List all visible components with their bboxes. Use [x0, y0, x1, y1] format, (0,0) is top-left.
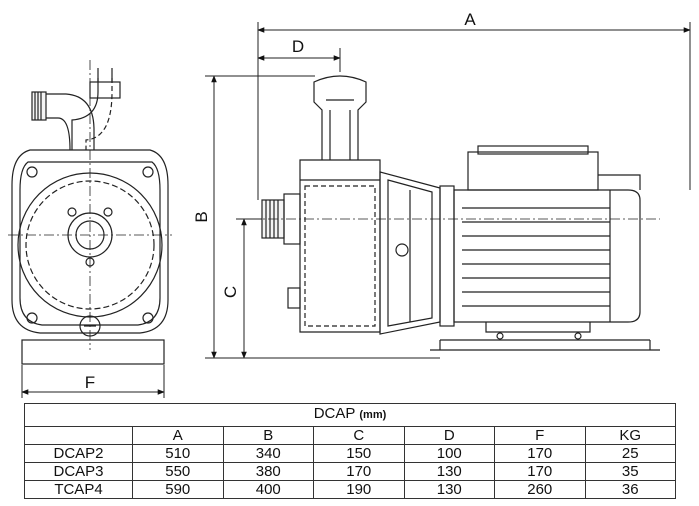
- dimension-c-label: C: [221, 286, 240, 298]
- table-cell: 130: [403, 461, 495, 481]
- table-cell: 130: [403, 479, 495, 500]
- table-header-empty: [24, 425, 133, 445]
- column-header: F: [494, 425, 586, 445]
- table-cell: 36: [584, 479, 676, 500]
- table-cell: 150: [313, 443, 405, 463]
- model-cell: TCAP4: [24, 479, 133, 500]
- table-header-row: A B C D F KG: [24, 425, 676, 445]
- column-header: KG: [584, 425, 676, 445]
- table-cell: 380: [222, 461, 314, 481]
- model-cell: DCAP3: [24, 461, 133, 481]
- table-cell: 25: [584, 443, 676, 463]
- table-row: DCAP3 550 380 170 130 170 35: [24, 461, 676, 481]
- table-cell: 260: [494, 479, 586, 500]
- dimension-b-label: B: [192, 211, 211, 222]
- table-title: DCAP: [313, 405, 356, 423]
- dimension-d-label: D: [292, 37, 304, 56]
- pump-technical-drawing: F: [8, 10, 691, 398]
- table-unit: (mm): [359, 409, 387, 422]
- table-row: TCAP4 590 400 190 130 260 36: [24, 479, 676, 500]
- column-header: B: [222, 425, 314, 445]
- table-cell: 340: [222, 443, 314, 463]
- dimension-a: [257, 22, 691, 200]
- table-cell: 170: [313, 461, 405, 481]
- table-title-cell: DCAP(mm): [24, 403, 676, 427]
- dimension-f: [21, 365, 165, 398]
- dimension-a-label: A: [464, 10, 476, 29]
- table-cell: 100: [403, 443, 495, 463]
- dimension-c: [236, 218, 262, 359]
- dimension-d: [257, 48, 341, 72]
- table-cell: 35: [584, 461, 676, 481]
- table-cell: 400: [222, 479, 314, 500]
- table-cell: 590: [132, 479, 224, 500]
- table-title-row: DCAP(mm): [24, 403, 676, 427]
- column-header: A: [132, 425, 224, 445]
- dimension-f-label: F: [85, 373, 95, 392]
- table-row: DCAP2 510 340 150 100 170 25: [24, 443, 676, 463]
- table-cell: 510: [132, 443, 224, 463]
- column-header: C: [313, 425, 405, 445]
- column-header: D: [403, 425, 495, 445]
- side-view: [250, 75, 660, 351]
- dimensions-table: DCAP(mm) A B C D F KG DCAP2 510 340 150 …: [24, 403, 676, 500]
- table-cell: 170: [494, 461, 586, 481]
- model-cell: DCAP2: [24, 443, 133, 463]
- table-cell: 190: [313, 479, 405, 500]
- table-cell: 170: [494, 443, 586, 463]
- front-view: [8, 60, 172, 365]
- table-cell: 550: [132, 461, 224, 481]
